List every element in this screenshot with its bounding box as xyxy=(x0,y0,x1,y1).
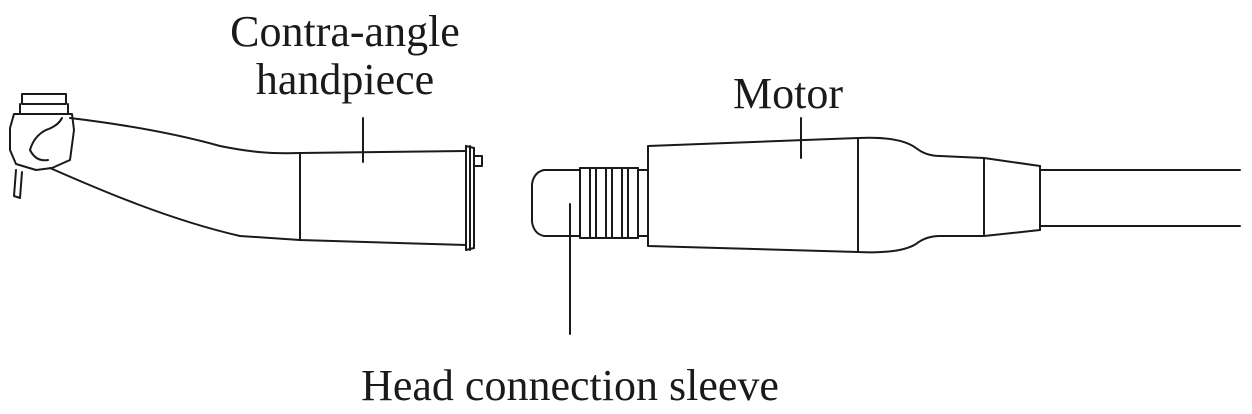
handpiece-label-line1: Contra-angle xyxy=(230,7,460,56)
motor-cable xyxy=(1039,169,1241,227)
handpiece-label: Contra-angle handpiece xyxy=(200,8,490,104)
motor-tail xyxy=(857,136,1041,167)
handpiece-bur xyxy=(13,169,23,199)
handpiece-label-line2: handpiece xyxy=(255,55,435,104)
handpiece-body xyxy=(69,117,467,155)
sleeve-label: Head connection sleeve xyxy=(361,361,779,410)
connection-sleeve xyxy=(531,169,581,237)
connection-sleeve-rings xyxy=(579,167,639,239)
handpiece-head xyxy=(9,113,75,171)
handpiece-head-cap xyxy=(19,93,69,115)
contra-angle-handpiece xyxy=(9,93,483,251)
handpiece-rear-rings xyxy=(465,145,475,251)
motor xyxy=(531,117,1241,335)
motor-label: Motor xyxy=(733,69,843,118)
handpiece-head-detail xyxy=(29,117,63,151)
motor-body xyxy=(647,137,859,253)
